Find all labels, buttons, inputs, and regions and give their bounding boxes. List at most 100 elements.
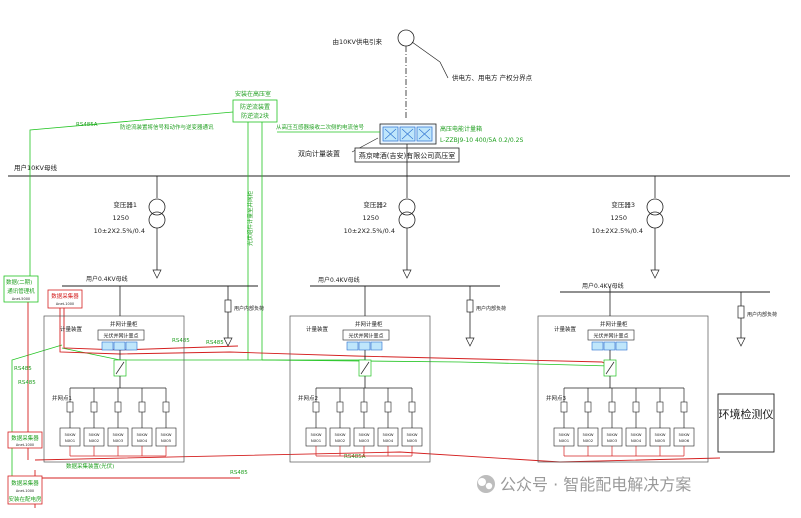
cabinet-breaker-blade-3 bbox=[605, 361, 615, 375]
cabinet-breaker-blade-1 bbox=[115, 361, 125, 375]
inverter-breaker-3-3 bbox=[608, 401, 616, 413]
inverter-box-3-4 bbox=[625, 427, 647, 447]
cabinet-breaker-blade-2 bbox=[360, 361, 370, 375]
transformer-coil-bottom-1 bbox=[148, 211, 166, 229]
wechat-icon-bubble-2 bbox=[485, 482, 493, 490]
user-load-label-1: 用户内部负荷 bbox=[234, 305, 264, 312]
transformer-kva-2: 1250 bbox=[362, 214, 379, 222]
collector2-sub: Anet-1000 bbox=[16, 443, 34, 447]
property-leader-2 bbox=[439, 61, 449, 79]
inverter-id-3-5: NX05 bbox=[655, 438, 666, 443]
bottom-device-label: 数据采集器 bbox=[11, 479, 39, 487]
user-load-arrow-1 bbox=[223, 337, 233, 347]
property-point-label: 供电方、用电方 产权分界点 bbox=[452, 73, 533, 82]
inverter-id-3-2: NX02 bbox=[583, 438, 594, 443]
bottom-device-box bbox=[7, 475, 43, 505]
transformer-coil-top-2 bbox=[398, 198, 416, 216]
red-line-2 bbox=[63, 300, 239, 351]
rs485-label-7: RS485 bbox=[230, 470, 248, 476]
inverter-id-1-2: NX02 bbox=[89, 438, 100, 443]
inverter-rating-2-5: 50KW bbox=[407, 432, 418, 437]
rs485-label-4: RS485 bbox=[14, 366, 32, 372]
property-leader bbox=[411, 41, 441, 63]
cabinets-group: 并网计量柜计量装置光伏并网计量点并网点150KWNX0150KWNX0250KW… bbox=[43, 286, 709, 463]
data-collector-label: 数据采集器 bbox=[51, 292, 79, 300]
hv-source: 由10KV供电引来 供电方、用电方 产权分界点 bbox=[333, 29, 533, 120]
cabinet-meter-cell-1-1 bbox=[101, 341, 114, 351]
inverter-id-1-5: NX05 bbox=[161, 438, 172, 443]
transformer-name-3: 变压器3 bbox=[611, 200, 635, 209]
inverter-box-1-2 bbox=[83, 427, 105, 447]
inverter-breaker-3-1 bbox=[560, 401, 568, 413]
inverter-rating-2-3: 50KW bbox=[359, 432, 370, 437]
inverter-id-3-4: NX04 bbox=[631, 438, 642, 443]
panel-top-title: 数据(二期) bbox=[6, 278, 32, 286]
transformer-kva-1: 1250 bbox=[112, 214, 129, 222]
inverter-rating-1-5: 50KW bbox=[161, 432, 172, 437]
inverter-id-3-1: NX01 bbox=[559, 438, 570, 443]
inverter-box-1-1 bbox=[59, 427, 81, 447]
transformer-coil-bottom-2 bbox=[398, 211, 416, 229]
env-monitor-label: 环境检测仪 bbox=[719, 407, 774, 421]
inverter-breaker-2-1 bbox=[312, 401, 320, 413]
collector2-box bbox=[7, 431, 43, 449]
inverter-id-2-1: NX01 bbox=[311, 438, 322, 443]
user-load-label-3: 用户内部负荷 bbox=[747, 311, 777, 318]
lv-bus-label-2: 用户0.4KV母线 bbox=[318, 276, 360, 284]
transformer-name-1: 变压器1 bbox=[113, 200, 137, 209]
cabinet-title-1: 并网计量柜 bbox=[110, 320, 138, 328]
inverter-rating-3-2: 50KW bbox=[583, 432, 594, 437]
inverter-rating-1-3: 50KW bbox=[113, 432, 124, 437]
meter-device-model: L-ZZBJ9-10 400/5A 0.2/0.2S bbox=[440, 137, 523, 144]
transformer-arrow-2 bbox=[402, 269, 412, 279]
rs485-label-1: RS485A bbox=[76, 122, 98, 128]
cabinet-relay-1: 光伏并网计量点 bbox=[103, 333, 138, 340]
anti-backflow-right-note: 从高压互感器接收二次侧的电流信号 bbox=[276, 123, 365, 131]
cabinet-title-3: 并网计量柜 bbox=[600, 320, 628, 328]
transformer-kva-3: 1250 bbox=[610, 214, 627, 222]
rs485-labels: RS485A RS485 RS485 RS485 RS485A RS485 RS… bbox=[14, 122, 366, 476]
transformer-ratio-3: 10±2X2.5%/0.4 bbox=[592, 227, 643, 235]
anti-backflow-top-title: 安装在高压室 bbox=[235, 90, 271, 98]
inverter-rating-2-1: 50KW bbox=[311, 432, 322, 437]
anti-backflow-left-note: 防逆流装置将信号和动作与逆变器通讯 bbox=[120, 123, 214, 131]
cabinet-relay-box-3 bbox=[587, 329, 635, 341]
transformer-name-2: 变压器2 bbox=[363, 200, 387, 209]
green-cab-link bbox=[261, 359, 611, 367]
watermark: 公众号 · 智能配电解决方案 bbox=[477, 475, 691, 494]
cabinet-title-2: 并网计量柜 bbox=[355, 320, 383, 328]
bottom-device-sub: Anet-1000 bbox=[16, 489, 34, 493]
collector2-label: 数据采集器 bbox=[11, 434, 39, 442]
inverter-breaker-2-2 bbox=[336, 401, 344, 413]
wechat-icon-bubble-1 bbox=[478, 478, 486, 486]
cabinet-meter-cell-2-1 bbox=[346, 341, 359, 351]
lv-bus-label-3: 用户0.4KV母线 bbox=[582, 282, 624, 290]
cabinet-frame-3 bbox=[537, 315, 709, 463]
cabinet-meter-1: 计量装置 bbox=[60, 325, 83, 333]
comm-manager-box bbox=[3, 275, 39, 303]
watermark-text: 公众号 · 智能配电解决方案 bbox=[500, 475, 691, 494]
inverter-box-3-6 bbox=[673, 427, 695, 447]
comm-manager-label: 通讯管理机 bbox=[7, 287, 35, 295]
inverter-id-1-4: NX04 bbox=[137, 438, 148, 443]
inverter-box-1-4 bbox=[131, 427, 153, 447]
user-load-fuse-2 bbox=[466, 299, 474, 313]
comm-manager-sub: Anet-5000 bbox=[12, 297, 30, 301]
source-symbol bbox=[397, 29, 415, 47]
inverter-id-3-3: NX03 bbox=[607, 438, 618, 443]
cabinet-meter-cell-3-1 bbox=[591, 341, 604, 351]
inverter-breaker-3-5 bbox=[656, 401, 664, 413]
inverter-box-3-5 bbox=[649, 427, 671, 447]
inverter-id-1-1: NX01 bbox=[65, 438, 76, 443]
env-monitor-box bbox=[717, 393, 775, 453]
inverter-breaker-1-1 bbox=[66, 401, 74, 413]
inverter-rating-2-4: 50KW bbox=[383, 432, 394, 437]
inverter-breaker-1-3 bbox=[114, 401, 122, 413]
transformer-coil-top-3 bbox=[646, 198, 664, 216]
inverter-breaker-2-4 bbox=[384, 401, 392, 413]
combiner-label-1: 并网点1 bbox=[52, 394, 72, 402]
inverter-rating-3-5: 50KW bbox=[655, 432, 666, 437]
rs485-label-3: RS485 bbox=[206, 340, 224, 346]
